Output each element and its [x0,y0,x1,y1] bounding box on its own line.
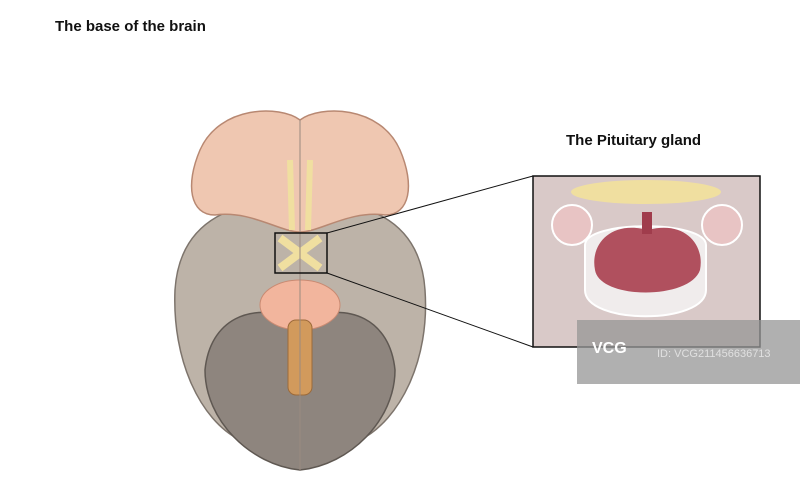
inset-title: The Pituitary gland [566,132,702,149]
left-vessel [551,204,593,246]
highlight-box [274,232,328,274]
pituitary-stalk [642,212,652,234]
olfactory-tracts [287,159,313,231]
optic-chiasm-inset [571,180,721,204]
connector-line-bottom [326,272,534,348]
main-title: The base of the brain [55,18,206,35]
watermark-logo: VCG [592,340,627,357]
pituitary-inset [532,175,761,348]
watermark-id: ID: VCG211456636713 [657,348,771,360]
connector-line-top [326,175,534,234]
watermark: VCG ID: VCG211456636713 [577,320,800,384]
pituitary-gland [594,227,701,293]
brain-base [174,110,427,471]
right-vessel [701,204,743,246]
